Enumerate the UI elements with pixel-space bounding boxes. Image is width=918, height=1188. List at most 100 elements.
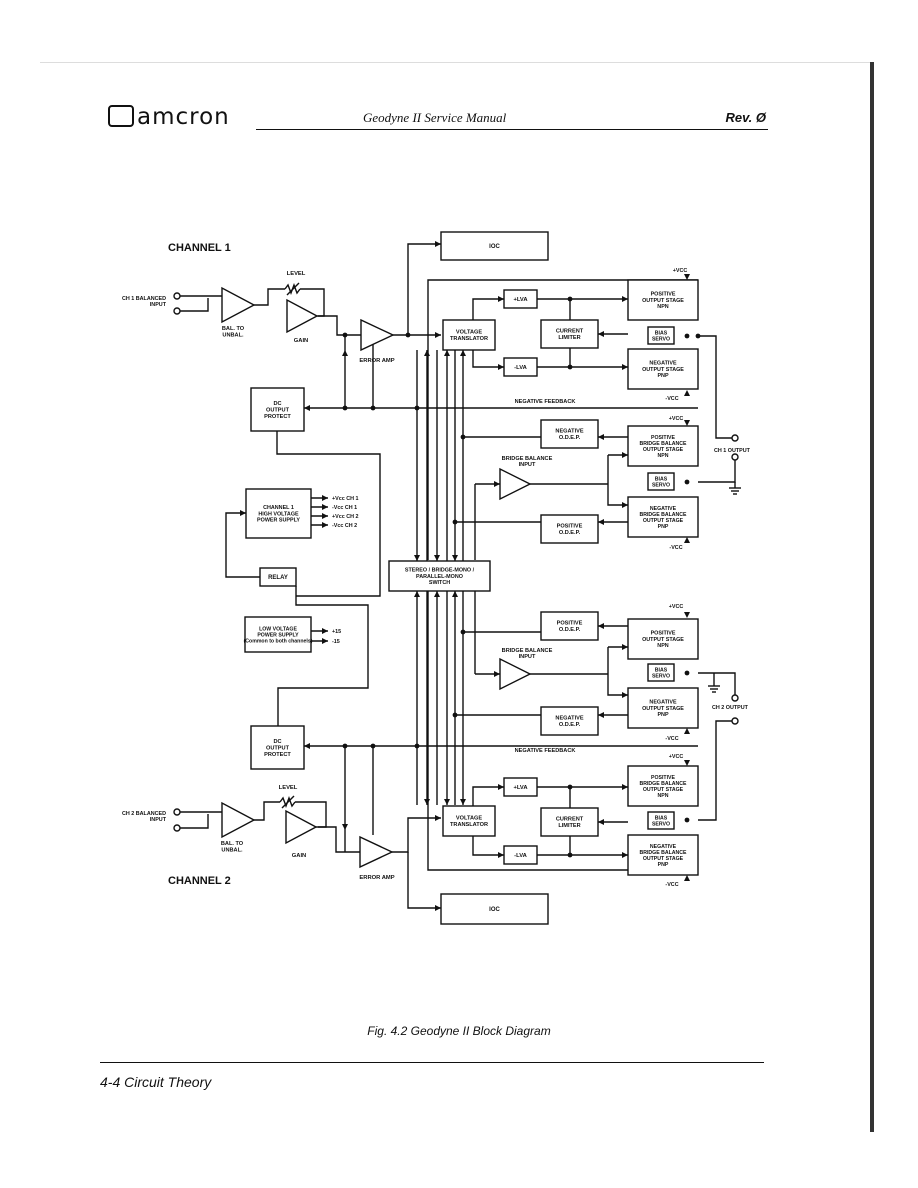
ch1-ioc-box xyxy=(440,231,549,261)
figure-caption: Fig. 4.2 Geodyne II Block Diagram xyxy=(367,1024,551,1038)
ch1-bridge-vcc-plus: +VCC xyxy=(669,416,684,422)
channel-2-title: CHANNEL 2 xyxy=(168,875,231,887)
wire xyxy=(698,720,732,821)
wire xyxy=(472,298,504,320)
arrowhead xyxy=(622,692,628,698)
ch2-neg-bridge-stage xyxy=(627,834,699,876)
terminal xyxy=(731,694,739,702)
ch2-pos-output-stage xyxy=(627,618,699,660)
ch1-voltage-translator xyxy=(442,319,496,351)
arrowhead xyxy=(322,513,328,519)
terminal xyxy=(731,434,739,442)
wire xyxy=(698,460,736,483)
ch2-bridge-bias-servo xyxy=(647,811,675,830)
ch1-error-amp xyxy=(360,318,395,352)
terminal xyxy=(173,808,181,816)
wire xyxy=(427,591,698,871)
mode-switch-box xyxy=(388,560,491,592)
terminal xyxy=(731,453,739,461)
hv-rail-label: -Vcc CH 2 xyxy=(332,523,357,529)
ch1-neg-output-stage xyxy=(627,348,699,390)
arrowhead xyxy=(598,712,604,718)
wire xyxy=(254,288,285,306)
arrowhead xyxy=(598,434,604,440)
arrowhead xyxy=(414,555,420,561)
arrowhead xyxy=(622,452,628,458)
ch2-neg-output-stage xyxy=(627,687,699,729)
arrowhead xyxy=(598,819,604,825)
ch2-pos-bridge-stage xyxy=(627,765,699,807)
terminal xyxy=(173,824,181,832)
arrowhead xyxy=(498,852,504,858)
ch1-bridge-balance-amp xyxy=(499,467,532,501)
scan-edge-line xyxy=(40,62,870,63)
ch1-vcc-minus: -VCC xyxy=(665,396,678,402)
arrowhead xyxy=(304,743,310,749)
wire xyxy=(276,431,381,597)
wire xyxy=(407,243,441,335)
ch1-pos-odep xyxy=(540,514,599,544)
arrowhead xyxy=(452,591,458,597)
arrowhead xyxy=(444,799,450,805)
ch1-minus-lva xyxy=(503,357,538,377)
ch2-dc-protect xyxy=(250,725,305,770)
arrowhead xyxy=(498,784,504,790)
ch1-gain-label: GAIN xyxy=(294,338,309,344)
manual-title: Geodyne II Service Manual xyxy=(363,110,507,125)
arrowhead xyxy=(322,495,328,501)
arrowhead xyxy=(435,815,441,821)
hv-rail-label: -Vcc CH 1 xyxy=(332,505,357,511)
wire xyxy=(316,826,360,853)
arrowhead xyxy=(684,537,690,543)
ch2-bal-to-unbal-amp xyxy=(221,801,256,839)
lv-power-supply xyxy=(244,616,312,653)
arrowhead xyxy=(494,671,500,677)
ch2-ioc-box xyxy=(440,893,549,925)
relay-box xyxy=(259,567,297,587)
ch1-gain-amp xyxy=(286,298,319,334)
ch1-plus-lva xyxy=(503,289,538,309)
ch2-gain-label: GAIN xyxy=(292,853,307,859)
ch2-level-label: LEVEL xyxy=(279,785,298,791)
arrowhead xyxy=(424,350,430,356)
wire xyxy=(472,786,504,806)
wire xyxy=(698,672,736,695)
arrowhead xyxy=(598,331,604,337)
ch1-output-label: CH 1 OUTPUT xyxy=(714,448,751,454)
ch2-bias-servo xyxy=(647,663,675,682)
wire xyxy=(607,455,628,506)
arrowhead xyxy=(684,274,690,280)
ch2-bridge-vcc-plus: +VCC xyxy=(669,754,684,760)
ch2-neg-odep xyxy=(540,706,599,736)
ch1-vcc-plus: +VCC xyxy=(673,268,688,274)
ch1-level-pot-arrow xyxy=(286,282,300,296)
ch1-dc-protect xyxy=(250,387,305,432)
junction-dot xyxy=(460,629,466,635)
hv-rail-label: +Vcc CH 1 xyxy=(332,496,359,502)
ch2-error-amp-label: ERROR AMP xyxy=(359,875,394,881)
ch1-minus-lva-label: -LVA xyxy=(514,365,527,371)
ch1-bias-servo xyxy=(647,326,675,345)
ch1-ioc-box-label: IOC xyxy=(489,244,500,250)
arrowhead xyxy=(424,799,430,805)
terminal xyxy=(731,717,739,725)
footer-rule xyxy=(100,1062,764,1063)
arrowhead xyxy=(598,519,604,525)
